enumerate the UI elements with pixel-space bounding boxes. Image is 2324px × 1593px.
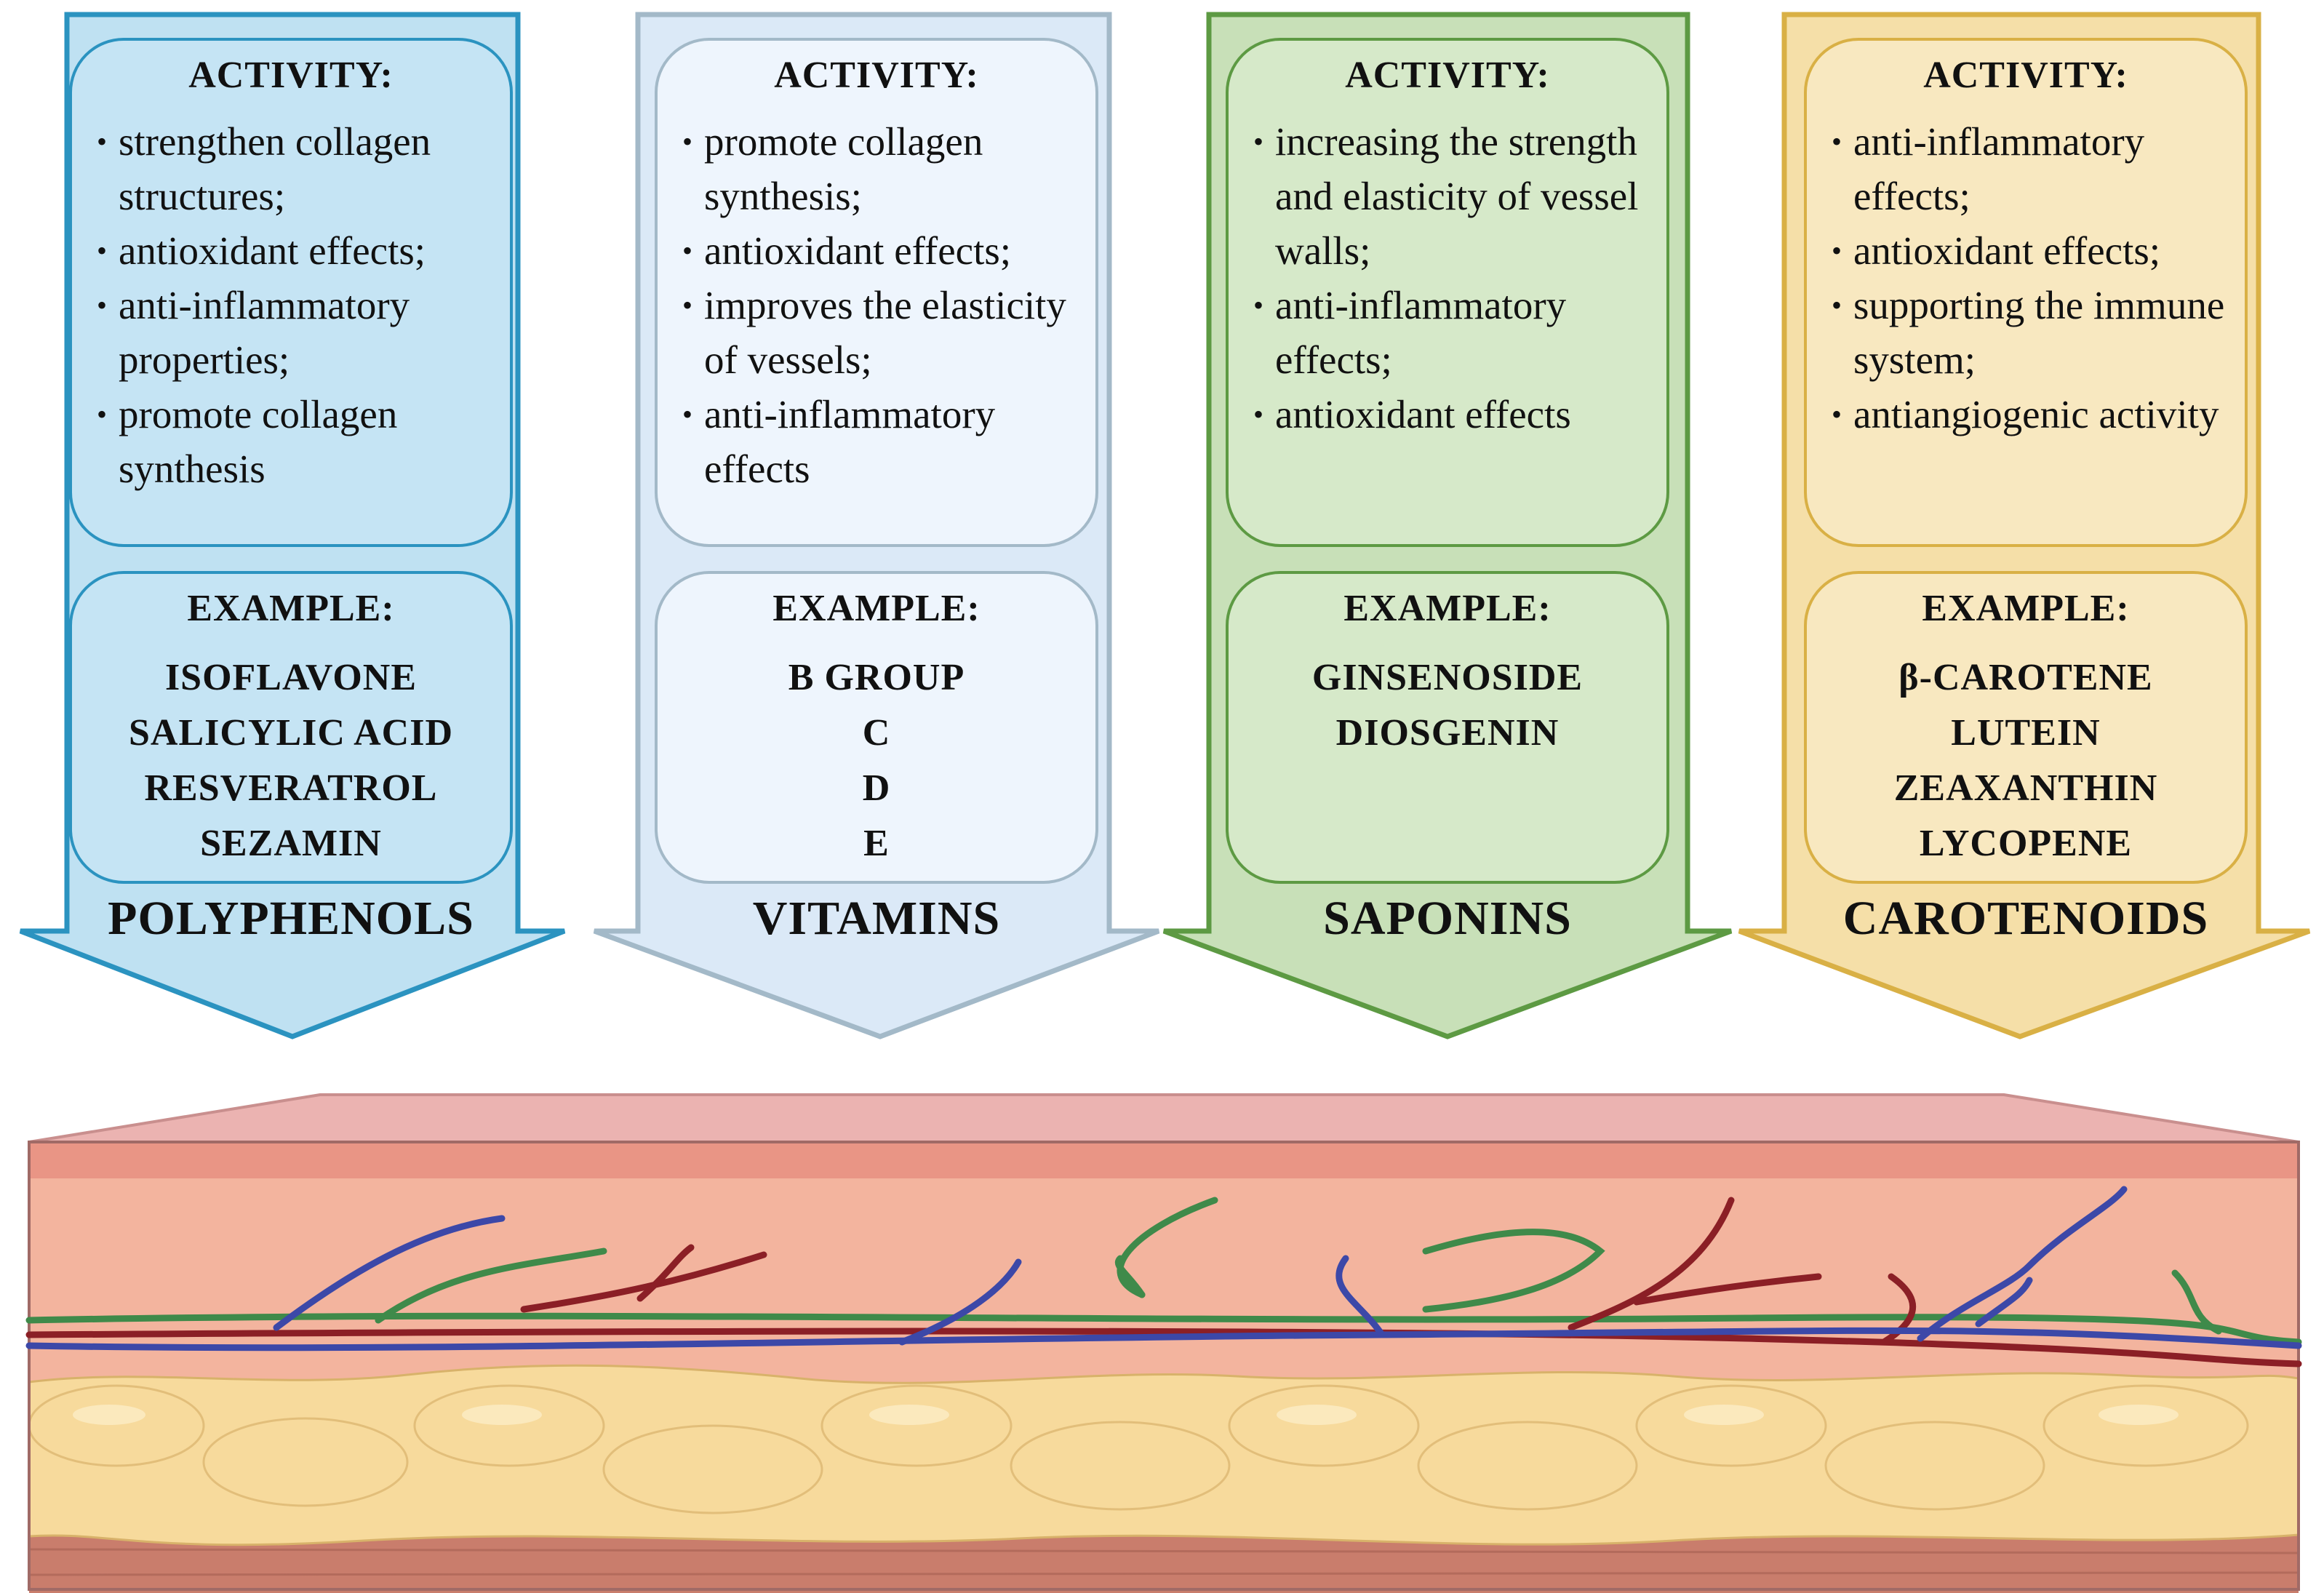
activity-box: ACTIVITY: increasing the strength and el…	[1226, 38, 1669, 547]
fat-cell	[2043, 1384, 2249, 1467]
activity-item: promote collagen synthesis	[97, 387, 498, 496]
activity-list: strengthen collagen structures; antioxid…	[72, 114, 510, 496]
fat-highlight	[2099, 1405, 2179, 1425]
skin-epidermis	[29, 1142, 2299, 1182]
example-title: EXAMPLE:	[1343, 588, 1552, 629]
example-title: EXAMPLE:	[1922, 588, 2130, 629]
example-item: B GROUP	[788, 657, 965, 698]
fat-highlight	[1684, 1405, 1764, 1425]
example-box: EXAMPLE: ISOFLAVONE SALICYLIC ACID RESVE…	[69, 571, 513, 884]
example-box: EXAMPLE: B GROUP C D E	[655, 571, 1098, 884]
activity-box: ACTIVITY: strengthen collagen structures…	[69, 38, 513, 547]
fat-cell	[1635, 1384, 1827, 1467]
example-item: GINSENOSIDE	[1311, 657, 1584, 698]
activity-item: anti-inflammatory effects;	[1832, 114, 2233, 223]
fat-highlights	[73, 1405, 2179, 1425]
example-item: DIOSGENIN	[1335, 712, 1560, 754]
activity-item: supporting the immune system;	[1832, 278, 2233, 387]
activity-box: ACTIVITY: promote collagen synthesis; an…	[655, 38, 1098, 547]
fat-highlight	[73, 1405, 145, 1425]
activity-box: ACTIVITY: anti-inflammatory effects; ant…	[1804, 38, 2248, 547]
fat-cell	[820, 1384, 1013, 1467]
example-item: ISOFLAVONE	[164, 657, 418, 698]
fat-cell	[1228, 1384, 1420, 1467]
fat-highlight	[869, 1405, 949, 1425]
example-list: GINSENOSIDE DIOSGENIN	[1229, 650, 1666, 761]
column-carotenoids: ACTIVITY: anti-inflammatory effects; ant…	[1735, 0, 2317, 1047]
skin-top-face	[28, 1093, 2299, 1143]
example-box: EXAMPLE: GINSENOSIDE DIOSGENIN	[1226, 571, 1669, 884]
fat-cell	[1417, 1421, 1638, 1511]
fat-cell	[602, 1424, 823, 1514]
example-title: EXAMPLE:	[772, 588, 981, 629]
example-item: C	[862, 712, 891, 754]
example-item: E	[863, 823, 890, 864]
example-item: RESVERATROL	[144, 767, 438, 809]
activity-item: anti-inflammatory effects;	[1253, 278, 1655, 387]
fat-cells	[28, 1384, 2249, 1514]
column-vitamins: ACTIVITY: promote collagen synthesis; an…	[586, 0, 1167, 1047]
example-list: β-CAROTENE LUTEIN ZEAXANTHIN LYCOPENE	[1807, 650, 2245, 871]
example-list: ISOFLAVONE SALICYLIC ACID RESVERATROL SE…	[72, 650, 510, 871]
fat-cell	[413, 1384, 605, 1467]
vein-vessels	[25, 1186, 2302, 1352]
example-title: EXAMPLE:	[187, 588, 395, 629]
column-name: CAROTENOIDS	[1842, 892, 2209, 945]
activity-item: anti-inflammatory effects	[682, 387, 1084, 496]
example-item: ZEAXANTHIN	[1893, 767, 2158, 809]
activity-item: promote collagen synthesis;	[682, 114, 1084, 223]
epidermis-wave	[29, 1180, 2299, 1200]
activity-item: antioxidant effects;	[682, 223, 1084, 278]
activity-item: strengthen collagen structures;	[97, 114, 498, 223]
fat-highlight	[1277, 1405, 1357, 1425]
activity-item: anti-inflammatory properties;	[97, 278, 498, 387]
activity-title: ACTIVITY:	[1345, 55, 1550, 96]
lymph-vessels	[25, 1197, 2302, 1346]
activity-title: ACTIVITY:	[774, 55, 979, 96]
fat-cell	[202, 1417, 409, 1507]
activity-item: antioxidant effects;	[1832, 223, 2233, 278]
activity-item: improves the elasticity of vessels;	[682, 278, 1084, 387]
example-item: SALICYLIC ACID	[129, 712, 453, 754]
column-name: POLYPHENOLS	[108, 892, 474, 945]
activity-item: antioxidant effects	[1253, 387, 1655, 442]
example-item: SEZAMIN	[200, 823, 382, 864]
fat-cell	[1010, 1421, 1231, 1511]
activity-item: antiangiogenic activity	[1832, 387, 2233, 442]
fat-highlight	[462, 1405, 542, 1425]
activity-list: anti-inflammatory effects; antioxidant e…	[1807, 114, 2245, 442]
example-item: β-CAROTENE	[1898, 657, 2153, 698]
fat-layer	[28, 1364, 2300, 1546]
skin-cross-section	[25, 1093, 2302, 1593]
example-item: LYCOPENE	[1919, 823, 2133, 864]
activity-title: ACTIVITY:	[1923, 55, 2128, 96]
example-list: B GROUP C D E	[658, 650, 1095, 871]
column-name: VITAMINS	[752, 892, 1001, 945]
activity-item: antioxidant effects;	[97, 223, 498, 278]
example-item: D	[862, 767, 891, 809]
column-name: SAPONINS	[1323, 892, 1572, 945]
fat-cell	[1824, 1421, 2045, 1511]
activity-list: promote collagen synthesis; antioxidant …	[658, 114, 1095, 496]
column-saponins: ACTIVITY: increasing the strength and el…	[1157, 0, 1738, 1047]
muscle-lines	[28, 1548, 2299, 1576]
column-polyphenols: ACTIVITY: strengthen collagen structures…	[0, 0, 582, 1047]
activity-title: ACTIVITY:	[188, 55, 394, 96]
activity-item: increasing the strength and elasticity o…	[1253, 114, 1655, 278]
example-item: LUTEIN	[1951, 712, 2101, 754]
activity-list: increasing the strength and elasticity o…	[1229, 114, 1666, 442]
example-box: EXAMPLE: β-CAROTENE LUTEIN ZEAXANTHIN LY…	[1804, 571, 2248, 884]
